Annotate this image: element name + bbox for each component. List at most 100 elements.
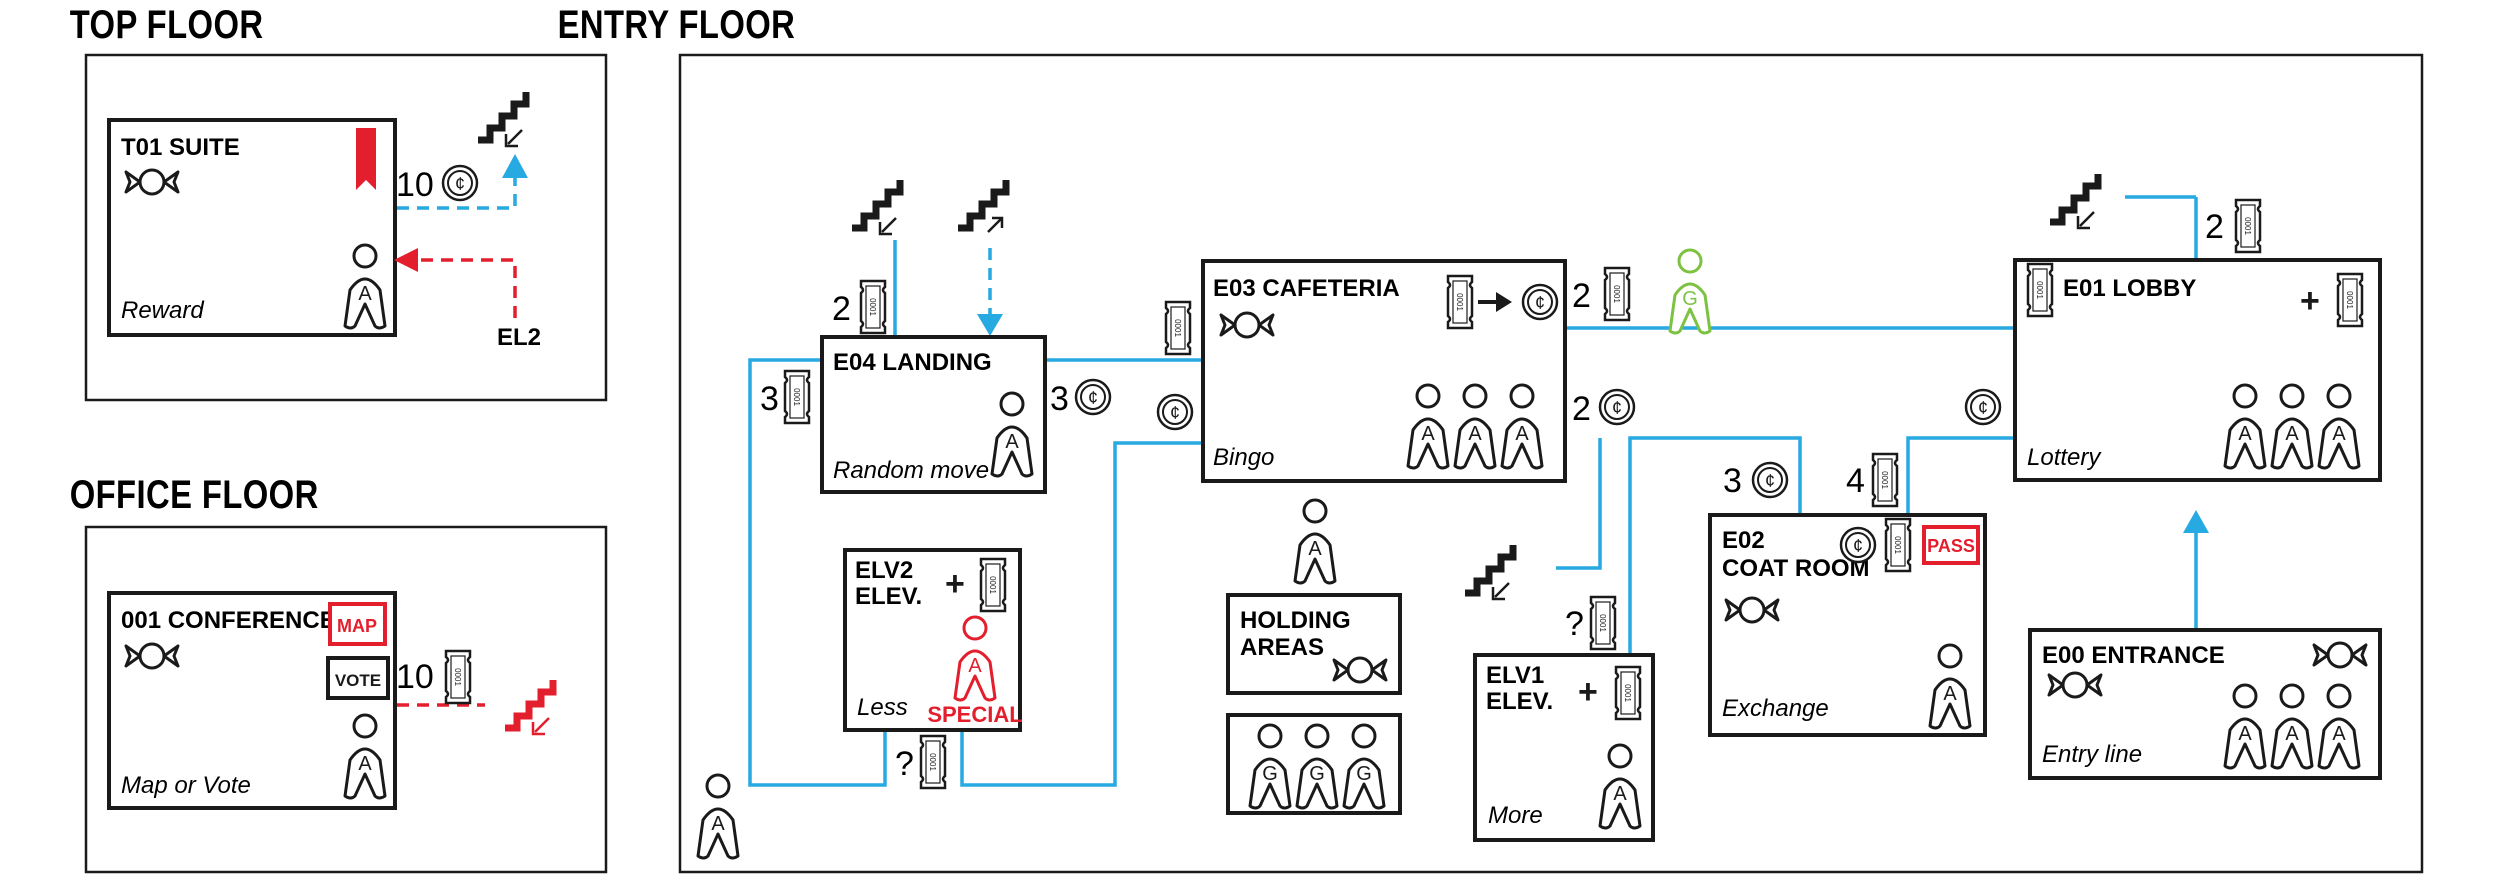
arrow-down-icon — [977, 314, 1003, 336]
room-elv1-action: More — [1488, 802, 1543, 829]
arrow-up-icon — [2183, 510, 2209, 533]
stairs-down-red-icon — [505, 680, 553, 734]
ticket-icon — [1884, 517, 1912, 573]
ticket-icon — [1614, 665, 1642, 721]
room-e01-lobby[interactable]: E01 LOBBY Lottery — [2013, 258, 2382, 482]
vote-badge[interactable]: VOTE — [326, 656, 390, 700]
room-t01-action: Reward — [121, 297, 204, 324]
room-e03-action: Bingo — [1213, 444, 1274, 471]
e01-top-ticket-cost: 2 — [2205, 208, 2224, 246]
pawn-a-icon — [696, 773, 740, 860]
special-pawn-label: A — [968, 655, 982, 677]
stairs-down-icon — [1465, 545, 1513, 599]
map-badge-label: MAP — [337, 616, 377, 636]
elv2-unknown-cost: ? — [895, 745, 914, 783]
ticket-icon — [2336, 272, 2364, 328]
office-floor-frame — [84, 525, 608, 874]
room-t01-suite[interactable]: T01 SUITE Reward — [107, 118, 397, 337]
pawn-g-green-label: G — [1682, 288, 1698, 310]
el2-entry-path — [418, 258, 517, 318]
ticket-icon — [1164, 300, 1192, 356]
plus-icon: + — [945, 565, 965, 603]
coin-icon — [1751, 461, 1789, 499]
coin-icon — [1598, 388, 1636, 426]
entry-floor-title: ENTRY FLOOR — [558, 2, 796, 47]
room-e00-name: E00 ENTRANCE — [2042, 642, 2225, 669]
e04-stairs-ticket-cost: 2 — [832, 290, 851, 328]
holding-label-line2: AREAS — [1240, 634, 1324, 661]
room-e02-name-line1: E02 — [1722, 527, 1765, 554]
room-e02-name-line2: COAT ROOM — [1722, 555, 1870, 582]
stairs-down-icon — [478, 92, 526, 146]
coin-icon — [1521, 283, 1559, 321]
e02-ticket-cost: 4 — [1846, 462, 1865, 500]
special-pawn-icon: A — [953, 615, 997, 702]
room-elv1-name-line1: ELV1 — [1486, 662, 1544, 689]
entry-paths — [748, 195, 2198, 787]
t01-coin-cost: 10 — [396, 166, 434, 204]
room-e04-landing[interactable]: E04 LANDING Random move — [820, 335, 1047, 494]
top-floor-title: TOP FLOOR — [70, 2, 264, 47]
room-e04-name: E04 LANDING — [833, 349, 992, 376]
top-floor-frame — [84, 53, 608, 402]
ticket-icon — [1871, 452, 1899, 508]
pass-badge[interactable]: PASS — [1922, 525, 1980, 565]
ticket-icon — [919, 734, 947, 790]
room-elv1-name-line2: ELEV. — [1486, 688, 1553, 715]
arrow-up-icon — [502, 154, 528, 178]
ticket-icon — [1603, 266, 1631, 322]
o01-ticket-cost: 10 — [396, 658, 434, 696]
e03-right-ticket-cost: 2 — [1572, 277, 1591, 315]
elv1-unknown-cost: ? — [1565, 605, 1584, 643]
room-o01-name: 001 CONFERENCE — [121, 607, 336, 634]
bookmark-icon — [356, 128, 376, 190]
entry-floor-frame — [678, 53, 2424, 874]
stairs-down-icon — [2050, 174, 2098, 228]
room-e03-name: E03 CAFETERIA — [1213, 275, 1400, 302]
ticket-icon — [979, 557, 1007, 613]
room-e00-action: Entry line — [2042, 741, 2142, 768]
coin-icon — [1964, 388, 2002, 426]
plus-icon: + — [2300, 282, 2320, 320]
holding-label-line1: HOLDING — [1240, 607, 1351, 634]
office-floor-title: OFFICE FLOOR — [70, 472, 319, 517]
e02-coin-cost: 3 — [1723, 462, 1742, 500]
e03-bottom-coin-cost: 2 — [1572, 390, 1591, 428]
arrow-left-icon — [394, 248, 418, 272]
map-badge[interactable]: MAP — [328, 602, 387, 646]
room-e04-action: Random move — [833, 457, 989, 484]
plus-icon: + — [1578, 673, 1598, 711]
e04-left-ticket-cost: 3 — [760, 380, 779, 418]
room-o01-action: Map or Vote — [121, 772, 251, 799]
coin-icon — [1074, 378, 1112, 416]
pass-badge-label: PASS — [1927, 536, 1975, 556]
room-e02-action: Exchange — [1722, 695, 1829, 722]
vote-badge-label: VOTE — [335, 671, 381, 690]
arrow-head-icon — [1496, 292, 1512, 312]
pawn-a-icon — [1293, 498, 1337, 585]
coin-icon — [1839, 526, 1877, 564]
ticket-icon — [1589, 595, 1617, 651]
pawn-g-green-icon: G — [1668, 248, 1712, 335]
stairs-down-icon — [852, 180, 900, 234]
ticket-icon — [859, 279, 887, 335]
room-e01-action: Lottery — [2027, 444, 2102, 471]
e04-right-coin-cost: 3 — [1050, 380, 1069, 418]
ticket-icon — [444, 649, 472, 705]
ticket-icon — [1446, 274, 1474, 330]
coin-icon — [441, 164, 479, 202]
room-o01-conference[interactable]: 001 CONFERENCE Map or Vote — [107, 591, 397, 810]
room-elv2-name-line2: ELEV. — [855, 583, 922, 610]
ticket-icon — [2026, 262, 2054, 318]
el2-label: EL2 — [497, 324, 541, 351]
special-label: SPECIAL — [927, 702, 1022, 727]
room-t01-name: T01 SUITE — [121, 134, 240, 161]
room-elv2-name-line1: ELV2 — [855, 557, 913, 584]
stairs-up-icon — [958, 180, 1006, 232]
holding-areas[interactable]: HOLDING AREAS — [1226, 593, 1402, 695]
ticket-icon — [2234, 198, 2262, 254]
coin-icon — [1156, 393, 1194, 431]
room-elv2-action: Less — [857, 694, 908, 721]
